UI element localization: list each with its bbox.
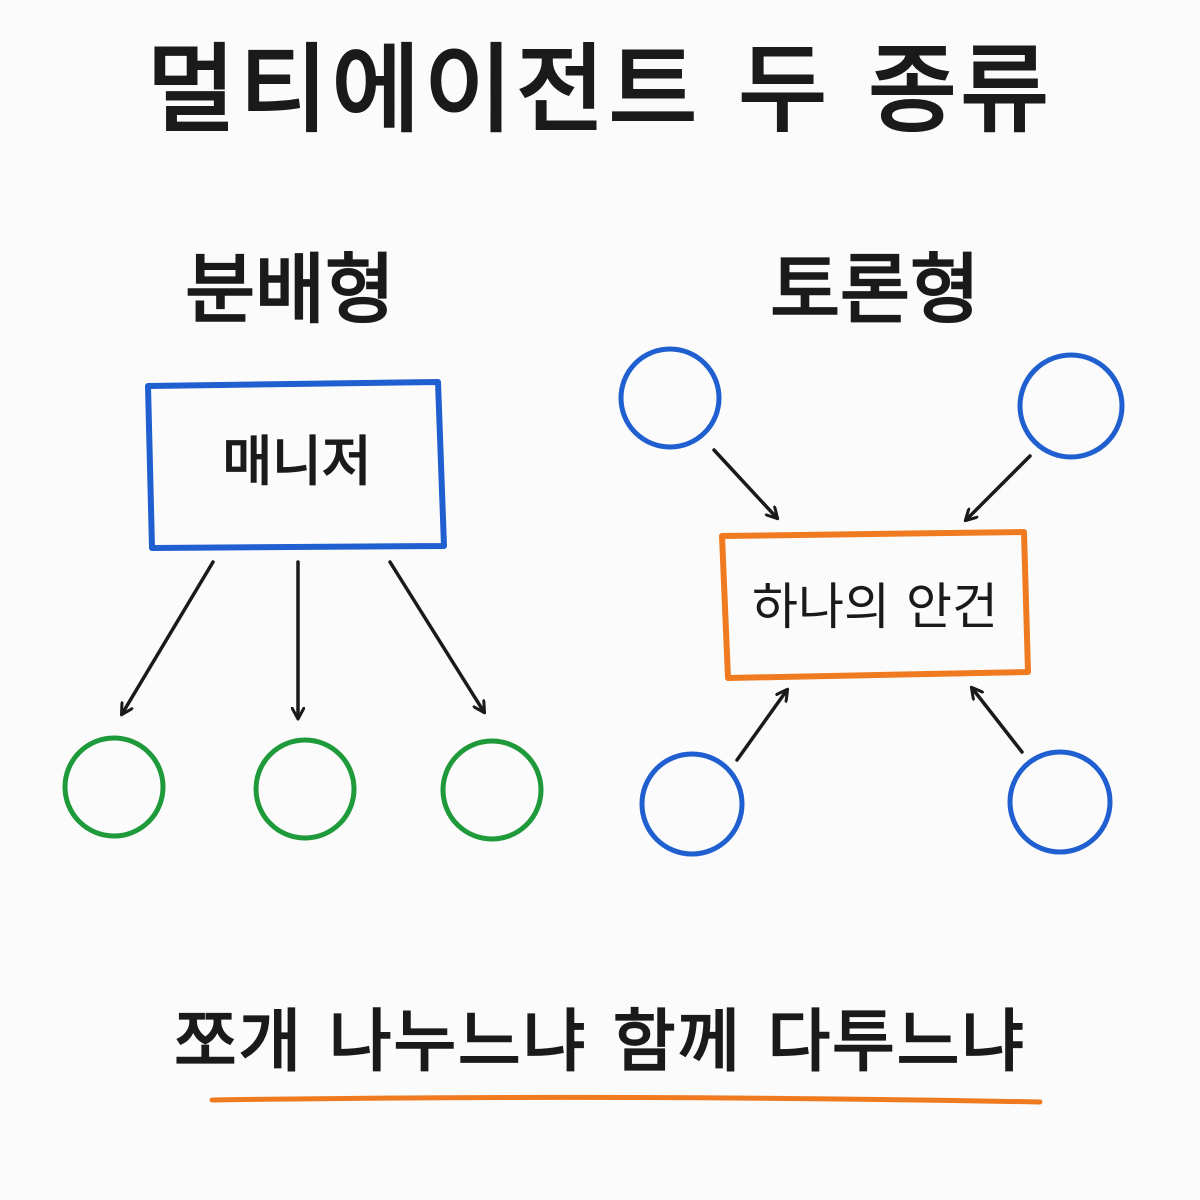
agent-circle-top-left bbox=[618, 346, 722, 450]
worker-circle-right bbox=[440, 738, 544, 842]
arrow-agent-bottom-left-to-topic bbox=[735, 690, 787, 762]
worker-circle-middle bbox=[253, 737, 357, 841]
page-title: 멀티에이전트 두 종류 bbox=[147, 34, 1053, 146]
agent-circle-bottom-right bbox=[1007, 749, 1113, 855]
arrow-agent-top-left-to-topic bbox=[712, 448, 777, 518]
agent-circle-bottom-left bbox=[639, 751, 745, 857]
agent-circle-top-right bbox=[1017, 352, 1125, 460]
distributed-type-label: 분배형 bbox=[185, 245, 395, 334]
topic-box bbox=[719, 529, 1031, 681]
arrow-manager-to-worker-right bbox=[388, 560, 484, 712]
worker-circle-left bbox=[62, 735, 166, 839]
arrow-agent-bottom-right-to-topic bbox=[972, 688, 1024, 754]
manager-box bbox=[145, 379, 447, 551]
manager-label: 매니저 bbox=[222, 430, 372, 493]
arrow-manager-to-worker-left bbox=[122, 560, 215, 714]
debate-type-label: 토론형 bbox=[770, 245, 980, 334]
footer-caption: 쪼개 나누느냐 함께 다투느냐 bbox=[174, 1003, 1026, 1082]
topic-label: 하나의 안건 bbox=[752, 578, 998, 636]
footer-underline bbox=[209, 1094, 1043, 1105]
arrow-agent-top-right-to-topic bbox=[966, 454, 1032, 520]
